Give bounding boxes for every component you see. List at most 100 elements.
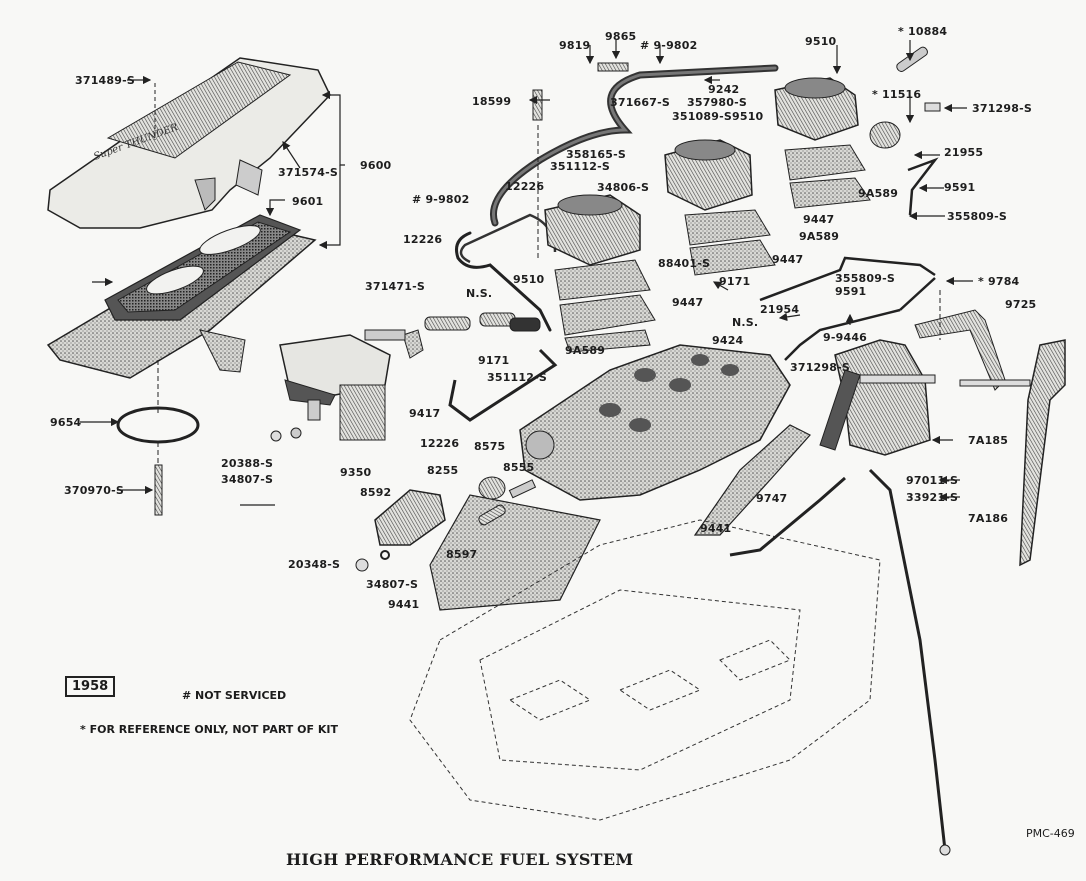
callout-351112-S-upper: 351112-S bbox=[550, 160, 611, 173]
callout-9865: 9865 bbox=[605, 30, 637, 43]
callout-33921-S: 33921-S bbox=[906, 491, 959, 504]
carburetor-front bbox=[544, 194, 656, 353]
callout-12226-lower: 12226 bbox=[420, 437, 460, 450]
callout-8555: 8555 bbox=[503, 461, 535, 474]
callout-20348-S: 20348-S bbox=[288, 558, 341, 571]
rod-9-9446 bbox=[759, 256, 936, 302]
callout-7A186: 7A186 bbox=[968, 512, 1009, 525]
callout-12226-left: 12226 bbox=[403, 233, 443, 246]
callout-9654: 9654 bbox=[50, 416, 82, 429]
callout-9-9802-left: # 9-9802 bbox=[412, 193, 470, 206]
callout-8255: 8255 bbox=[427, 464, 459, 477]
callout-9591-upper: 9591 bbox=[944, 181, 976, 194]
water-outlet bbox=[374, 489, 446, 546]
callout-371471-S: 371471-S bbox=[365, 280, 426, 293]
bolt-8555-shape bbox=[508, 479, 537, 499]
callout-8575: 8575 bbox=[474, 440, 506, 453]
callout-9350: 9350 bbox=[340, 466, 372, 479]
callout-8592: 8592 bbox=[360, 486, 392, 499]
callout-371667-S: 371667-S bbox=[610, 96, 671, 109]
fuel-pump bbox=[270, 334, 391, 442]
carburetor-rear bbox=[774, 77, 871, 209]
fitting-18599-shape bbox=[532, 89, 543, 121]
rod-9591-upper bbox=[907, 157, 939, 216]
air-cleaner-gasket-ring bbox=[116, 406, 200, 444]
carburetor-middle bbox=[664, 139, 776, 276]
stud-shape bbox=[154, 464, 163, 516]
fuel-line-12226-upper bbox=[459, 213, 557, 264]
thermostat bbox=[478, 476, 506, 500]
callout-9A589-front: 9A589 bbox=[565, 344, 606, 357]
linkage-bracket bbox=[819, 339, 936, 456]
intake-gasket-left bbox=[429, 494, 601, 611]
callout-9171-lower: 9171 bbox=[478, 354, 510, 367]
callout-9447-middle: 9447 bbox=[803, 213, 835, 226]
callout-34807-S-lower: 34807-S bbox=[366, 578, 419, 591]
callout-9510-front: 9510 bbox=[513, 273, 545, 286]
callout-9171-upper: 9171 bbox=[719, 275, 751, 288]
callout-9441-right: 9441 bbox=[700, 522, 732, 535]
callout-N.S.-hoses: N.S. bbox=[466, 287, 493, 300]
engine-block-outline bbox=[409, 519, 881, 821]
callout-370970-S: 370970-S bbox=[64, 484, 125, 497]
callout-9-9446: 9-9446 bbox=[823, 331, 868, 344]
callout-9591-lower: 9591 bbox=[835, 285, 867, 298]
callout-9441-left: 9441 bbox=[388, 598, 420, 611]
callout-351112-S-lower: 351112-S bbox=[487, 371, 548, 384]
callout-9447-front: 9447 bbox=[672, 296, 704, 309]
callout-18599: 18599 bbox=[472, 95, 512, 108]
callout-N.S.-hose: N.S. bbox=[732, 316, 759, 329]
intake-gasket-right bbox=[693, 424, 811, 536]
reference-part-10884-shape bbox=[896, 46, 928, 72]
callout-371489-S: 371489-S bbox=[75, 74, 136, 87]
fuel-line-loop bbox=[455, 231, 552, 332]
spring-9865-shape bbox=[597, 62, 629, 72]
callout-9510-rear: 9510 bbox=[805, 35, 837, 48]
callout-7A185: 7A185 bbox=[968, 434, 1009, 447]
callout-12226-upper: 12226 bbox=[505, 180, 545, 193]
page-code: PMC-469 bbox=[1026, 827, 1075, 840]
reference-only-note: * FOR REFERENCE ONLY, NOT PART OF KIT bbox=[80, 723, 338, 736]
callout-34807-S-upper: 34807-S bbox=[221, 473, 274, 486]
fuel-pump-gasket bbox=[402, 329, 424, 359]
callout-11516-reference: * 11516 bbox=[872, 88, 922, 101]
diagram-title: HIGH PERFORMANCE FUEL SYSTEM bbox=[286, 850, 634, 869]
hose-8597-shape bbox=[478, 504, 506, 526]
callout-357980-S: 357980-S bbox=[687, 96, 748, 109]
linkage-rod-7A186 bbox=[868, 468, 947, 851]
callout-34806-S: 34806-S bbox=[597, 181, 650, 194]
callout-355809-S-lower: 355809-S bbox=[835, 272, 896, 285]
callout-9510-middle: 9510 bbox=[732, 110, 764, 123]
rod-9591-lower bbox=[784, 308, 901, 361]
reference-part-11516-shape bbox=[869, 121, 901, 149]
callout-371574-S: 371574-S bbox=[278, 166, 339, 179]
callout-9417: 9417 bbox=[409, 407, 441, 420]
intake-manifold bbox=[519, 344, 791, 501]
callout-358165-S: 358165-S bbox=[566, 148, 627, 161]
callout-371298-S-upper: 371298-S bbox=[972, 102, 1033, 115]
callout-10884-reference: * 10884 bbox=[898, 25, 948, 38]
callout-9601: 9601 bbox=[292, 195, 324, 208]
callout-9-9802-top: # 9-9802 bbox=[640, 39, 698, 52]
bracket-clip-shape bbox=[924, 102, 941, 112]
not-serviced-note: # NOT SERVICED bbox=[182, 689, 287, 702]
year-badge: 1958 bbox=[65, 676, 116, 697]
callout-351089-S: 351089-S bbox=[672, 110, 733, 123]
leader-lines bbox=[80, 40, 973, 506]
callout-9819: 9819 bbox=[559, 39, 591, 52]
accelerator-linkage bbox=[914, 309, 1066, 567]
throttle-rod-9747 bbox=[729, 476, 846, 557]
callout-8597: 8597 bbox=[446, 548, 478, 561]
callout-9424: 9424 bbox=[712, 334, 744, 347]
callout-355809-S-upper: 355809-S bbox=[947, 210, 1008, 223]
callout-9A589-rear: 9A589 bbox=[858, 187, 899, 200]
fuel-fittings bbox=[364, 312, 541, 341]
fuel-line-12226-lower bbox=[448, 348, 558, 422]
callout-9600: 9600 bbox=[360, 159, 392, 172]
callout-371298-S-lower: 371298-S bbox=[790, 361, 851, 374]
callout-9A589-middle: 9A589 bbox=[799, 230, 840, 243]
callout-9725: 9725 bbox=[1005, 298, 1037, 311]
callout-88401-S: 88401-S bbox=[658, 257, 711, 270]
